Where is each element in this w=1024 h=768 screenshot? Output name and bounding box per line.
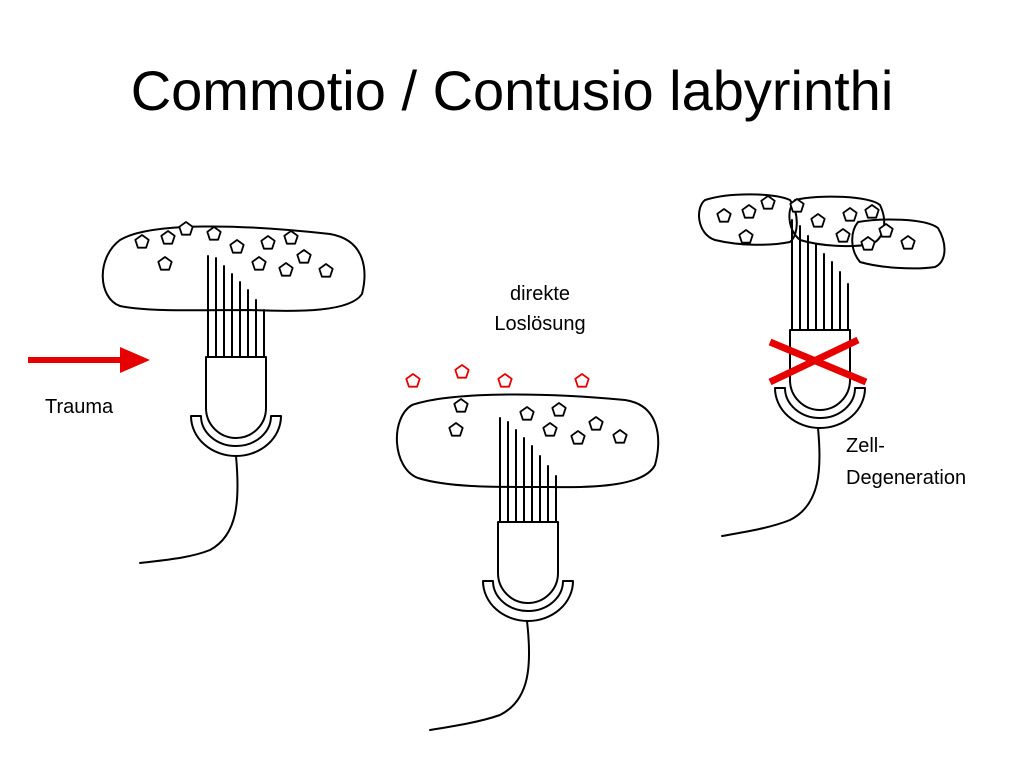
- hair-cell-body: [497, 521, 559, 604]
- stereocilia: [207, 255, 265, 358]
- slide-title: Commotio / Contusio labyrinthi: [130, 59, 894, 122]
- nerve-cup: [482, 580, 574, 622]
- degeneration-label-line2: Degeneration: [846, 467, 966, 489]
- otolithic-fragment-right: [851, 218, 946, 270]
- hair-cell-detachment: [395, 393, 660, 731]
- otoconia-cluster: [448, 398, 628, 445]
- otolithic-membrane: [395, 393, 660, 489]
- cross-icon: [768, 336, 868, 386]
- otolithic-fragment-left: [698, 193, 798, 246]
- nerve-cup: [774, 387, 866, 429]
- otolithic-membrane: [101, 225, 366, 312]
- nerve-fiber: [429, 620, 531, 731]
- nerve-fiber: [139, 455, 239, 564]
- detachment-label-line1: direkte: [510, 283, 570, 305]
- hair-cell-body: [205, 356, 267, 439]
- detachment-label-line2: Loslösung: [494, 313, 585, 335]
- nerve-fiber: [721, 427, 821, 537]
- hair-cell-degenerated: [698, 193, 946, 537]
- trauma-arrow-icon: [28, 347, 150, 373]
- stereocilia: [791, 219, 849, 331]
- otoconia-cluster: [134, 221, 334, 278]
- nerve-cup: [190, 415, 282, 457]
- stereocilia: [499, 417, 557, 523]
- hair-cell-body: [789, 329, 851, 411]
- degeneration-label-line1: Zell-: [846, 435, 885, 457]
- hair-cell-intact: [101, 221, 366, 564]
- detached-otoconia: [405, 364, 590, 388]
- trauma-label: Trauma: [45, 396, 114, 418]
